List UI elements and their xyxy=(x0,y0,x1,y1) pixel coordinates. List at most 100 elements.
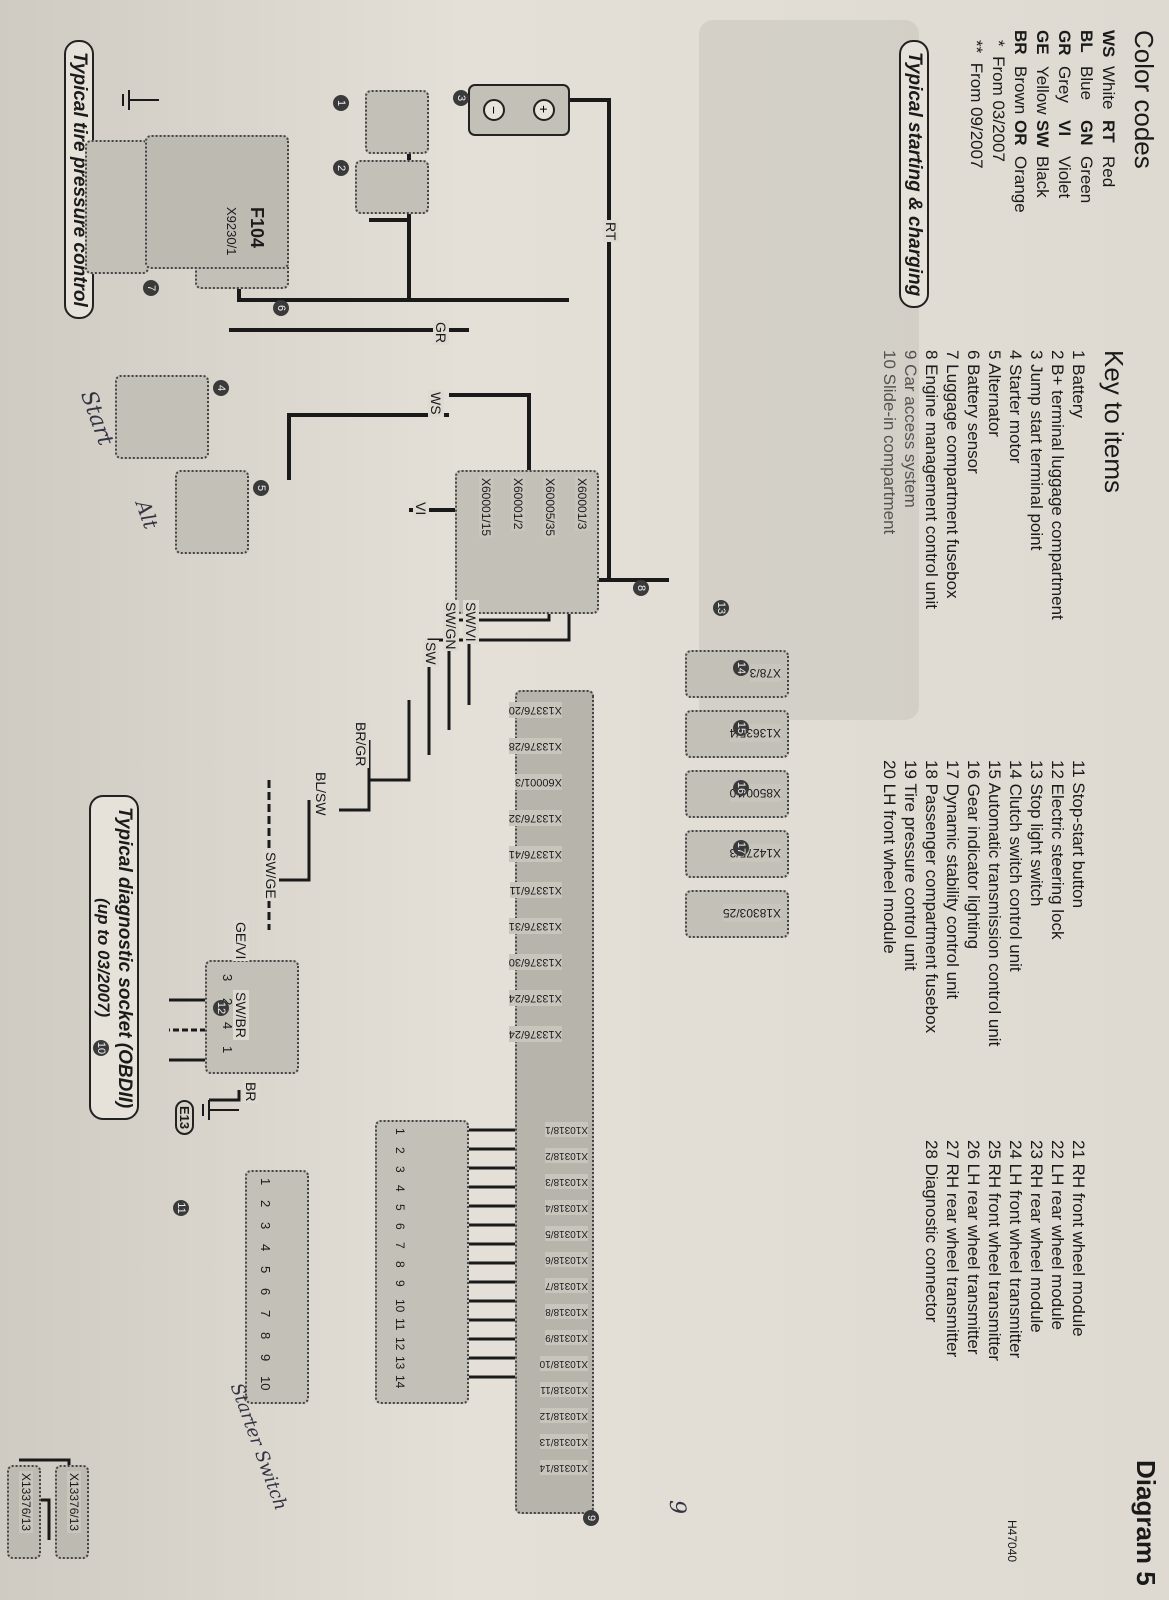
item-number-badge: 14 xyxy=(733,660,749,676)
cas-connector: X13376/28 xyxy=(508,738,562,754)
button-pin: 9 xyxy=(258,1354,273,1362)
slide-pin: 1 xyxy=(393,1128,407,1135)
wire-br-ground xyxy=(209,1090,241,1102)
cas-connector: X13376/20 xyxy=(508,702,562,718)
item-number-badge: 8 xyxy=(633,580,649,596)
cas-connector: X13376/24 xyxy=(508,1026,562,1042)
slide-pin: 5 xyxy=(393,1204,407,1211)
cas-connector: X60001/3 xyxy=(514,774,562,790)
ground-e13: E13 xyxy=(175,1100,194,1136)
jump-start-point xyxy=(365,90,429,154)
slide-pin: 13 xyxy=(393,1356,407,1370)
module-connector: X78/3 xyxy=(749,664,781,682)
item-number-badge: 9 xyxy=(583,1510,599,1526)
wire-label-br-gr: BR/GR xyxy=(353,720,369,769)
cas-connector: X13376/31 xyxy=(508,918,562,934)
slide-pin: 6 xyxy=(393,1223,407,1230)
slide-connector: X10318/12 xyxy=(539,1408,588,1423)
wire-sw xyxy=(427,600,571,755)
slide-connector: X10318/9 xyxy=(545,1330,588,1345)
slide-connector: X10318/13 xyxy=(539,1434,588,1449)
slide-pin: 11 xyxy=(393,1318,407,1331)
item-number-badge: 5 xyxy=(253,480,269,496)
slide-connector: X10318/3 xyxy=(545,1174,588,1189)
button-pin: 2 xyxy=(258,1200,273,1208)
item-number-badge: 12 xyxy=(213,1000,229,1016)
tire-conn-2: X13376/13 xyxy=(7,1465,41,1559)
item-number-badge: 17 xyxy=(733,840,749,856)
wire-label-vi: VI xyxy=(413,500,429,518)
slide-pin: 9 xyxy=(393,1280,407,1287)
slide-connector: X10318/4 xyxy=(545,1200,588,1215)
slide-connector: X10318/10 xyxy=(539,1356,588,1371)
button-pin: 3 xyxy=(258,1222,273,1230)
module-box: X18303/25 xyxy=(685,890,789,938)
slide-connector: X10318/11 xyxy=(540,1382,588,1397)
button-pin: 8 xyxy=(258,1332,273,1340)
cas-connector: X13376/11 xyxy=(509,882,562,898)
lock-pin: 3 xyxy=(220,974,235,982)
wire-sw-ge xyxy=(269,800,311,882)
button-pin: 1 xyxy=(258,1178,273,1186)
wire-label-sw-ge: SW/GE xyxy=(263,850,279,901)
item-number-badge: 11 xyxy=(173,1200,189,1216)
button-pin: 6 xyxy=(258,1288,273,1296)
slide-connector: X10318/2 xyxy=(545,1148,588,1163)
wire-label-ge-vi: GE/VI xyxy=(233,920,249,962)
engine-connector: X60001/3 xyxy=(575,476,589,532)
item-number-badge: 15 xyxy=(733,720,749,736)
conn-x9230: X9230/1 xyxy=(224,207,239,256)
wire-label-sw-br: SW/BR xyxy=(233,990,249,1040)
item-number-badge: 16 xyxy=(733,780,749,796)
item-number-badge: 7 xyxy=(143,280,159,296)
slide-pin: 2 xyxy=(393,1147,407,1154)
svg-text:−: − xyxy=(486,106,502,114)
slide-pin: 12 xyxy=(393,1337,407,1351)
item-number-badge: 2 xyxy=(333,160,349,176)
cas-connector: X13376/32 xyxy=(508,810,562,826)
handwriting-nine: 9 xyxy=(664,1500,689,1514)
slide-connector: X10318/8 xyxy=(545,1304,588,1319)
slide-pin: 10 xyxy=(393,1299,407,1313)
item-number-badge: 13 xyxy=(713,600,729,616)
module-connector: X18303/25 xyxy=(722,904,781,922)
fuse-f104: F104 xyxy=(247,207,267,249)
slide-connector: X10318/6 xyxy=(545,1252,588,1267)
slide-pin: 14 xyxy=(393,1375,407,1389)
slide-connector: X10318/1 xyxy=(545,1122,588,1137)
slide-pin: 4 xyxy=(393,1185,407,1192)
wire-label-sw: SW xyxy=(423,640,439,667)
wire-label-gr: GR xyxy=(433,320,449,345)
item-number-badge: 4 xyxy=(213,380,229,396)
tire-conn-1: X13376/13 xyxy=(55,1465,89,1559)
alternator xyxy=(175,470,249,554)
button-pin: 4 xyxy=(258,1244,273,1252)
wire-label-rt: RT xyxy=(603,220,619,243)
item-number-badge: 10 xyxy=(93,1040,109,1056)
wire-label-bl-sw: BL/SW xyxy=(313,770,329,818)
svg-text:+: + xyxy=(536,105,552,113)
item-number-badge: 6 xyxy=(273,300,289,316)
luggage-fusebox: F104 X9230/1 xyxy=(145,135,289,269)
button-pin: 10 xyxy=(258,1376,273,1391)
starter-motor xyxy=(115,375,209,459)
slide-connector: X10318/5 xyxy=(545,1226,588,1241)
cas-connector: X13376/30 xyxy=(508,954,562,970)
b-plus-terminal xyxy=(355,160,429,214)
slide-pin: 3 xyxy=(393,1166,407,1173)
slide-pin: 8 xyxy=(393,1261,407,1268)
wire-rt-starter xyxy=(287,413,449,440)
item-number-badge: 1 xyxy=(333,95,349,111)
button-pin: 7 xyxy=(258,1310,273,1318)
slide-connector: X10318/7 xyxy=(545,1278,588,1293)
wire-label-br: BR xyxy=(243,1080,259,1104)
engine-connector: X60005/35 xyxy=(543,476,557,539)
battery-comp xyxy=(85,140,149,274)
cas-connector: X13376/24 xyxy=(508,990,562,1006)
